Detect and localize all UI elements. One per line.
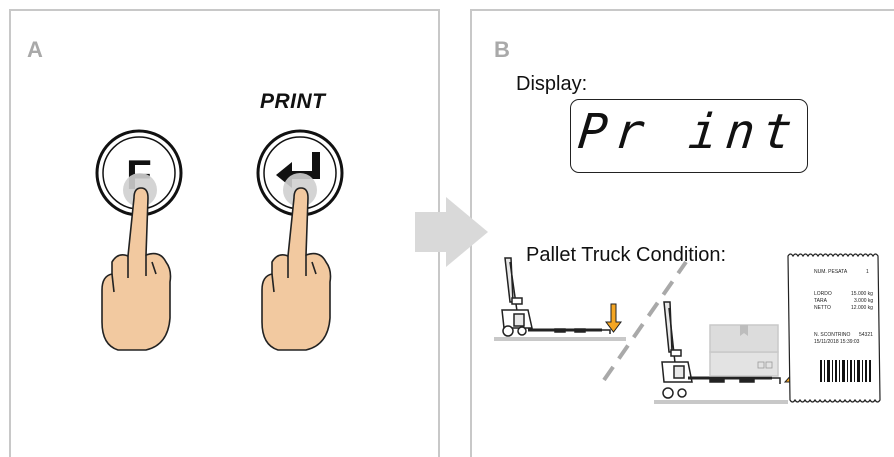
- display-title: Display:: [516, 73, 588, 95]
- receipt-lordo-value: 15.000 kg: [851, 291, 873, 297]
- hand-pressing-print-icon: [261, 187, 332, 351]
- receipt-time: 15:39:03: [840, 339, 860, 345]
- receipt-tara-label: TARA: [814, 298, 827, 304]
- receipt-date: 15/11/2018: [814, 339, 839, 345]
- pallet-truck-lowered-icon: [494, 257, 626, 341]
- receipt-scontrino-label: N. SCONTRINO: [814, 332, 851, 338]
- receipt-netto-value: 12.000 kg: [851, 305, 873, 311]
- panel-b-letter: B: [494, 37, 510, 62]
- weighing-receipt: NUM. PESATA 1 LORDO 15.000 kg TARA 3.000…: [788, 252, 880, 404]
- scale-display: Pr int: [570, 99, 808, 173]
- pallet-truck-lifted-icon: [654, 301, 788, 404]
- receipt-lordo-label: LORDO: [814, 291, 832, 297]
- print-label: PRINT: [260, 90, 326, 113]
- cargo-box: [709, 351, 779, 377]
- hand-pressing-f-icon: [101, 187, 172, 351]
- barcode-icon: [820, 360, 871, 382]
- down-arrow-icon: [605, 303, 622, 333]
- next-step-arrow: [415, 197, 488, 267]
- panel-a-letter: A: [27, 37, 43, 62]
- receipt-num-pesata-value: 1: [866, 269, 869, 275]
- receipt-num-pesata-label: NUM. PESATA: [814, 269, 848, 275]
- receipt-netto-label: NETTO: [814, 305, 831, 311]
- receipt-tara-value: 3.000 kg: [854, 298, 874, 304]
- receipt-scontrino-value: 54321: [859, 332, 873, 338]
- pallet-truck-title: Pallet Truck Condition:: [526, 244, 727, 266]
- panel-a: A: [9, 9, 440, 457]
- condition-divider: [602, 260, 688, 382]
